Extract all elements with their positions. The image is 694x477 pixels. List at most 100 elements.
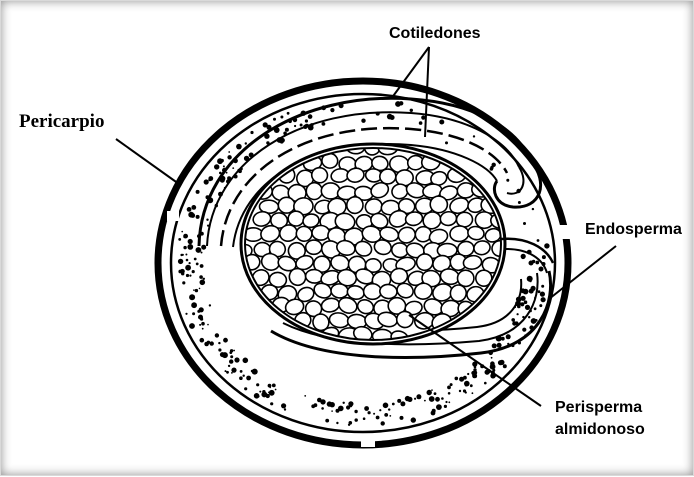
pericarp-speckle: [280, 116, 283, 119]
pericarp-speckle: [517, 305, 521, 309]
pericarp-speckle: [331, 410, 333, 412]
pericarp-speckle: [450, 383, 453, 386]
perisperm-tissue: [235, 136, 510, 347]
pericarp-speckle: [304, 395, 306, 397]
perisperm-cell: [305, 269, 323, 284]
pericarp-speckle: [246, 376, 251, 381]
pericarp-speckle: [400, 416, 404, 420]
pericarp-speckle: [484, 382, 487, 385]
pericarp-speckle: [427, 390, 432, 395]
pericarp-speckle: [183, 246, 186, 249]
pericarp-speckle: [204, 179, 209, 184]
pericarp-speckle: [178, 238, 181, 241]
pericarp-speckle: [419, 121, 423, 125]
pericarp-speckle: [227, 155, 231, 159]
pericarp-speckle: [234, 357, 239, 362]
pericarp-speckle: [539, 304, 542, 307]
pericarp-speckle: [214, 164, 219, 169]
pericarp-speckle: [272, 384, 276, 388]
pericarp-speckle: [540, 292, 545, 297]
pericarp-speckle: [520, 302, 524, 306]
pericarp-speckle: [270, 402, 273, 405]
pericarp-speckle: [284, 408, 286, 410]
pericarp-speckle: [192, 312, 195, 315]
pericarp-speckle: [491, 357, 493, 359]
pericarp-speckle: [434, 392, 437, 395]
pericarp-speckle: [273, 118, 276, 121]
pericarp-speckle: [187, 244, 193, 250]
pericarp-speckle: [473, 135, 475, 137]
pericarp-speckle: [206, 219, 208, 221]
pericarp-speckle: [243, 375, 245, 377]
pericarp-speckle: [389, 415, 391, 417]
pericarp-speckle: [217, 158, 223, 164]
pericarp-speckle: [204, 342, 209, 347]
pericarp-speckle: [529, 289, 534, 294]
pericarp-speckle: [252, 369, 258, 375]
pericarp-speckle: [535, 261, 539, 265]
perisperm-cell: [363, 283, 381, 299]
pericarp-speckle: [330, 108, 334, 112]
pericarp-speckle: [308, 114, 313, 119]
pericarp-speckle: [473, 371, 478, 376]
pericarp-speckle: [384, 413, 388, 417]
pericarp-speckle: [439, 120, 444, 125]
pericarp-speckle: [387, 114, 393, 120]
pericarp-speckle: [416, 394, 421, 399]
pericarp-speckle: [178, 270, 182, 274]
pericarp-speckle: [414, 398, 416, 400]
pericarp-speckle: [182, 254, 184, 256]
pericarp-speckle: [441, 397, 444, 400]
pericarp-speckle: [459, 390, 461, 392]
pericarp-speckle: [435, 397, 440, 402]
pericarp-speckle: [305, 119, 308, 122]
pericarp-speckle: [239, 376, 243, 380]
pericarp-speckle: [281, 403, 286, 408]
pericarp-speckle: [192, 270, 195, 273]
pericarp-speckle: [200, 264, 204, 268]
pericarp-speckle: [245, 142, 247, 144]
pericarp-speckle: [269, 390, 275, 396]
pericarp-speckle: [215, 333, 219, 337]
pericarp-speckle: [448, 401, 450, 403]
pericarp-speckle: [506, 179, 509, 182]
pericarp-speckle: [226, 172, 228, 174]
pericarp-speckle: [541, 285, 544, 288]
perisperm-cell: [306, 240, 322, 254]
pericarp-speckle: [542, 255, 546, 259]
pericarp-speckle: [311, 404, 315, 408]
pericarp-speckle: [490, 364, 496, 370]
pericarp-speckle: [194, 258, 197, 261]
pericarp-speckle: [200, 280, 206, 286]
pericarp-speckle: [392, 403, 395, 406]
pericarp-speckle: [381, 421, 385, 425]
pericarp-speckle: [400, 401, 405, 406]
pericarp-speckle: [233, 350, 235, 352]
pericarp-speckle: [186, 259, 189, 262]
pericarp-speckle: [231, 368, 236, 373]
pericarp-speckle: [218, 348, 221, 351]
pericarp-speckle: [363, 417, 366, 420]
pericarp-speckle: [185, 313, 187, 315]
pericarp-speckle: [182, 281, 185, 284]
pericarp-speckle: [459, 377, 464, 382]
pericarp-speckle: [244, 387, 247, 390]
cotyledons-label: Cotiledones: [389, 25, 481, 43]
pericarp-speckle: [189, 294, 195, 300]
pericarp-speckle: [322, 122, 326, 126]
pericarp-speckle: [379, 409, 381, 411]
pericarp-speckle: [503, 364, 507, 368]
pericarp-speckle: [537, 239, 540, 242]
pericarp-speckle: [196, 215, 200, 219]
pericarp-speckle: [405, 396, 410, 401]
pericarp-speckle: [268, 392, 270, 394]
pericarp-speckle: [517, 313, 519, 315]
pericarp-speckle: [368, 411, 371, 414]
pericarp-speckle: [230, 355, 233, 358]
pericarp-speckle: [455, 377, 459, 381]
pericarp-speckle: [527, 276, 533, 282]
pericarp-speckle: [532, 208, 534, 210]
pericarp-speckle: [187, 207, 192, 212]
pericarp-speckle: [199, 288, 201, 290]
